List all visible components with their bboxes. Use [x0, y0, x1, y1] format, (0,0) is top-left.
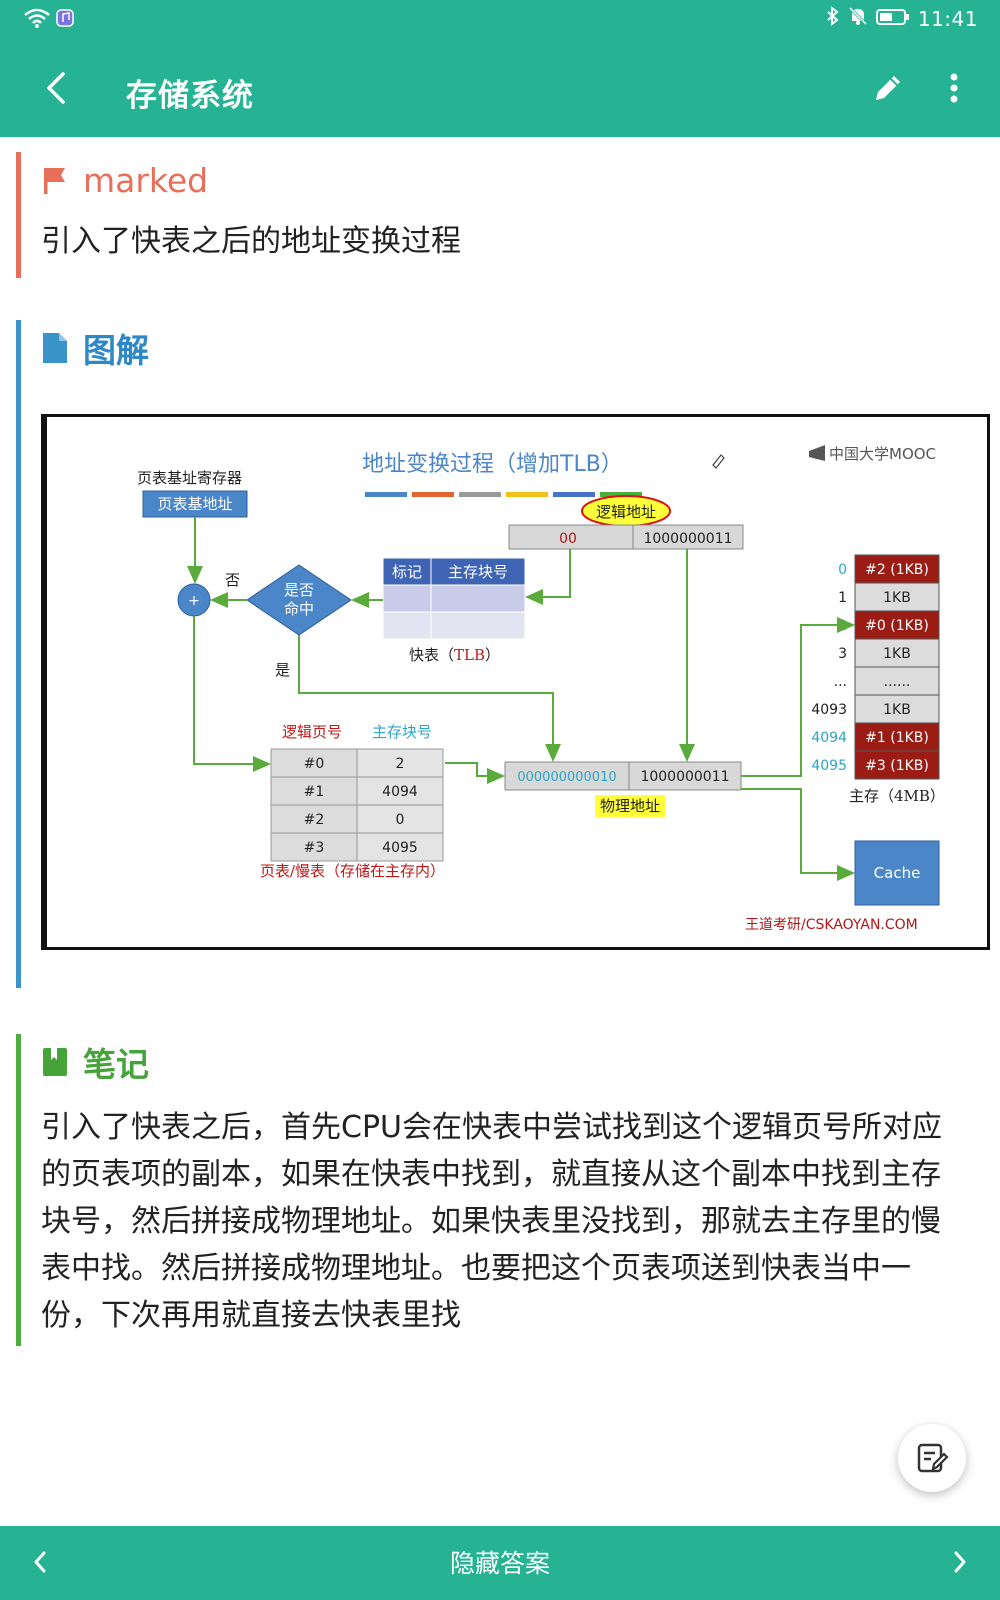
page-base-address: 页表基地址 — [157, 495, 232, 513]
diagram-slide[interactable]: 地址变换过程（增加TLB） 中国大学MOOC 页表基址寄存器 — [41, 414, 990, 950]
memory-cell: 1KB — [883, 590, 911, 606]
physical-block: 000000000010 — [517, 770, 616, 785]
diagram-section: 图解 地址变换过程（增加TLB） — [16, 320, 990, 988]
memory-cell: #0 (1KB) — [865, 618, 929, 634]
chevron-left-icon — [34, 1551, 46, 1573]
marked-section: marked 引入了快表之后的地址变换过程 — [16, 152, 984, 278]
back-button[interactable] — [36, 68, 76, 108]
tlb-caption: 快表（TLB） — [409, 646, 500, 664]
notes-label: 笔记 — [83, 1045, 149, 1084]
flow-arrows — [187, 517, 855, 881]
yes-label: 是 — [275, 661, 290, 679]
bottom-bar: 隐藏答案 — [0, 1526, 1000, 1600]
slide-title: 地址变换过程（增加TLB） — [362, 452, 623, 477]
more-vertical-icon — [950, 73, 958, 103]
memory-index: 1 — [838, 590, 847, 606]
title-color-bar — [365, 492, 642, 497]
mooc-logo: 中国大学MOOC — [809, 445, 936, 463]
notes-line: 表中找。然后拼接成物理地址。也要把这个页表项送到快表当中一 — [41, 1251, 911, 1286]
diamond-text-2: 命中 — [284, 600, 314, 618]
flag-icon — [44, 168, 65, 194]
diamond-text-1: 是否 — [284, 581, 314, 599]
notes-line: 块号，然后拼接成物理地址。如果快表里没找到，那就去主存里的慢 — [41, 1204, 941, 1239]
memory-cell: ...... — [884, 674, 911, 690]
page-table-cell: #3 — [304, 840, 325, 856]
page-table-cell: #0 — [304, 756, 325, 772]
page-table-cell: 0 — [396, 812, 405, 828]
page-table-cell: 4095 — [382, 840, 418, 856]
page-table-cell: #2 — [304, 812, 325, 828]
page-title: 存储系统 — [126, 78, 254, 114]
next-card-button[interactable] — [942, 1544, 978, 1580]
app-bar: 存储系统 — [0, 50, 1000, 130]
logical-offset: 1000000011 — [643, 531, 732, 547]
music-app-icon — [56, 9, 74, 31]
page-table — [270, 748, 444, 862]
edit-button[interactable] — [868, 68, 908, 108]
wifi-icon — [24, 8, 50, 32]
logical-page-number: 00 — [559, 531, 577, 547]
memory-cell: 1KB — [883, 646, 911, 662]
physical-offset: 1000000011 — [640, 769, 729, 785]
main-memory-blocks — [854, 554, 940, 780]
page-table-caption: 页表/慢表（存储在主存内） — [260, 862, 445, 880]
memory-cell: #2 (1KB) — [865, 562, 929, 578]
chevron-right-icon — [954, 1551, 966, 1573]
diagram-label: 图解 — [83, 331, 149, 370]
tlb-header-block: 主存块号 — [448, 563, 508, 581]
page-table-cell: 4094 — [382, 784, 418, 800]
memory-cell: 1KB — [883, 702, 911, 718]
page-table-cell: 2 — [396, 756, 405, 772]
slide-watermark: 王道考研/CSKAOYAN.COM — [745, 917, 918, 933]
marked-text: 引入了快表之后的地址变换过程 — [41, 224, 461, 259]
hide-answer-button[interactable]: 隐藏答案 — [449, 1549, 550, 1578]
memory-index: 4095 — [811, 758, 847, 774]
edit-note-icon — [917, 1443, 949, 1473]
pencil-mark-icon — [712, 454, 725, 469]
notes-line: 引入了快表之后，首先CPU会在快表中尝试找到这个逻辑页号所对应 — [41, 1110, 942, 1145]
battery-icon — [875, 7, 910, 31]
bluetooth-icon — [826, 5, 840, 31]
marked-label: marked — [83, 160, 209, 200]
memory-index: 4094 — [811, 730, 847, 746]
notes-line: 的页表项的副本，如果在快表中找到，就直接从这个副本中找到主存 — [41, 1157, 941, 1192]
page-base-register-label: 页表基址寄存器 — [137, 469, 242, 487]
memory-index: 3 — [838, 646, 847, 662]
memory-caption: 主存（4MB） — [849, 787, 945, 805]
notes-line: 份，下次再用就直接去快表里找 — [41, 1298, 461, 1333]
status-bar: 11:41 — [0, 0, 1000, 38]
svg-text:中国大学MOOC: 中国大学MOOC — [829, 445, 936, 463]
logical-address-label: 逻辑地址 — [596, 503, 656, 521]
adder-symbol: + — [188, 593, 200, 609]
memory-index: 0 — [838, 562, 847, 578]
chevron-left-icon — [47, 72, 65, 104]
page-table-header-block: 主存块号 — [372, 723, 432, 741]
memory-index: 4093 — [811, 702, 847, 718]
notes-text: 引入了快表之后，首先CPU会在快表中尝试找到这个逻辑页号所对应 的页表项的副本，… — [41, 1104, 989, 1339]
previous-card-button[interactable] — [22, 1544, 58, 1580]
pencil-icon — [876, 76, 900, 100]
address-translation-diagram: 地址变换过程（增加TLB） 中国大学MOOC 页表基址寄存器 — [137, 445, 945, 933]
edit-note-fab[interactable] — [898, 1424, 966, 1492]
more-options-button[interactable] — [934, 68, 974, 108]
tlb-header-tag: 标记 — [392, 563, 422, 581]
memory-cell: #3 (1KB) — [865, 758, 929, 774]
status-time: 11:41 — [917, 6, 978, 31]
no-label: 否 — [225, 571, 240, 589]
page-table-cell: #1 — [304, 784, 325, 800]
memory-index: ... — [834, 674, 847, 690]
book-icon — [43, 1048, 67, 1076]
document-icon — [43, 333, 67, 363]
mute-icon — [848, 6, 868, 31]
page-table-header-page: 逻辑页号 — [282, 723, 342, 741]
notes-section: 笔记 引入了快表之后，首先CPU会在快表中尝试找到这个逻辑页号所对应 的页表项的… — [16, 1034, 984, 1346]
top-bar: 11:41 存储系统 — [0, 0, 1000, 137]
physical-address-label: 物理地址 — [600, 797, 660, 815]
cache-label: Cache — [874, 864, 921, 882]
memory-cell: #1 (1KB) — [865, 730, 929, 746]
